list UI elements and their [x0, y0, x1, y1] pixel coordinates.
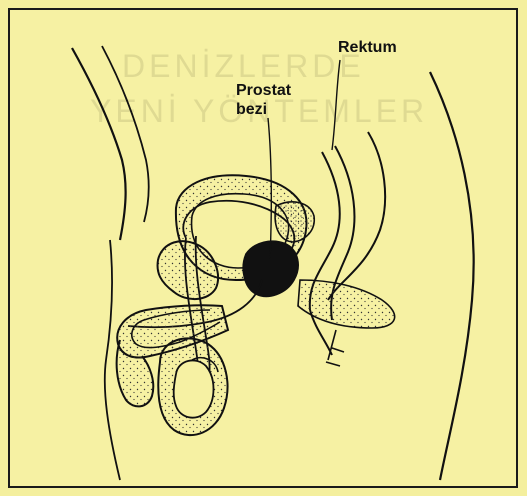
prostate-label-line2: bezi: [236, 101, 267, 119]
rectum-label: Rektum: [338, 39, 397, 57]
rectum-leader-line: [332, 60, 340, 150]
sacrum-contour: [328, 132, 385, 300]
back-contour: [430, 72, 474, 480]
perineum-tissue: [298, 280, 395, 328]
figure-frame: DENİZLERDE YENİ YÖNTEMLER: [8, 8, 518, 488]
testis: [174, 360, 214, 417]
prostate-label-line1: Prostat: [236, 82, 291, 100]
